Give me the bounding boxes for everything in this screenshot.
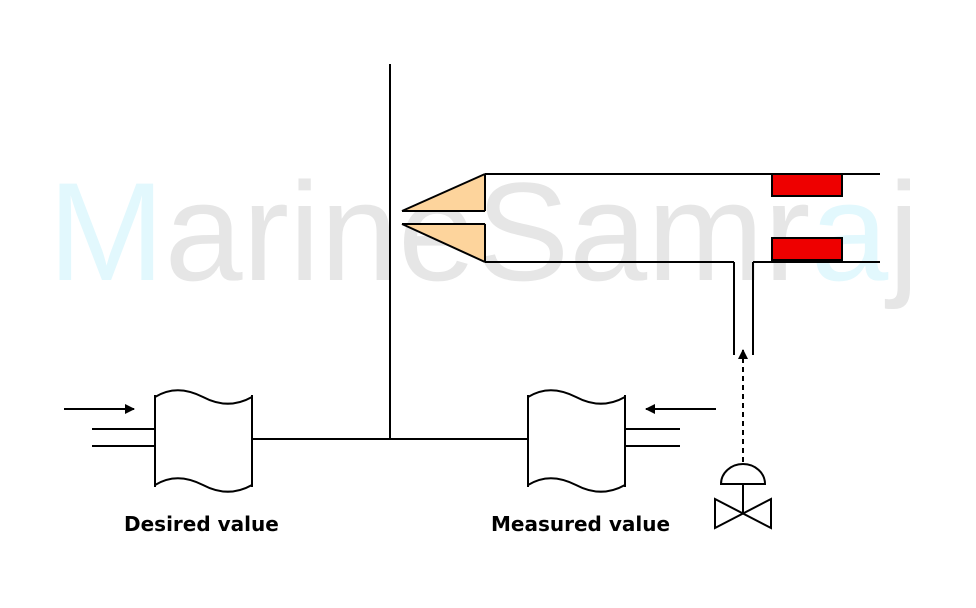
output-branch-pipe bbox=[733, 262, 754, 355]
desired-value-bellows bbox=[154, 389, 253, 493]
restrictor-lower bbox=[771, 237, 843, 261]
measured-value-label: Measured value bbox=[491, 512, 670, 536]
measured-value-inlet-pipe bbox=[625, 428, 680, 447]
watermark-letter-j: j bbox=[884, 153, 919, 310]
watermark: MarineSamraj bbox=[48, 153, 919, 310]
watermark-letter-m: M bbox=[48, 153, 165, 310]
nozzle bbox=[401, 173, 486, 263]
desired-value-inlet-pipe bbox=[92, 428, 155, 447]
restrictor-upper bbox=[771, 173, 843, 197]
measured-value-bellows bbox=[527, 389, 626, 493]
watermark-middle: arineSamr bbox=[165, 153, 811, 310]
svg-text:MarineSamraj: MarineSamraj bbox=[48, 153, 919, 310]
control-valve-icon bbox=[714, 463, 772, 530]
desired-value-label: Desired value bbox=[124, 512, 279, 536]
